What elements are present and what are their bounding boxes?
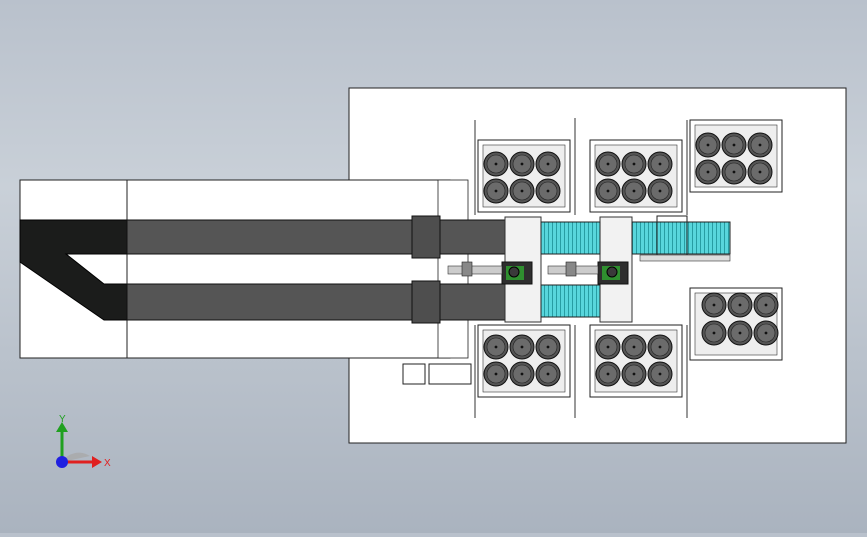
upper-conveyor [126, 219, 508, 255]
drum-rack-top-2 [589, 139, 683, 213]
roller-conveyor-upper [540, 221, 601, 255]
y-axis-label: Y [59, 414, 66, 425]
control-box-1 [402, 363, 426, 385]
drum-rack-top-3 [689, 119, 783, 193]
drum-rack-bottom-3 [689, 287, 783, 361]
lower-conveyor [126, 283, 508, 321]
drum-rack-bottom-1 [477, 324, 571, 398]
x-axis-label: X [104, 458, 111, 469]
robot-2 [547, 261, 629, 285]
conveyor-base [19, 179, 451, 359]
safety-fence [474, 118, 688, 418]
control-box-2 [428, 363, 472, 385]
robot-1 [447, 261, 533, 285]
drum-rack-top-1 [477, 139, 571, 213]
drum-rack-bottom-2 [589, 324, 683, 398]
roller-conveyor-lower [540, 284, 601, 318]
coordinate-triad: Y X [40, 410, 120, 480]
